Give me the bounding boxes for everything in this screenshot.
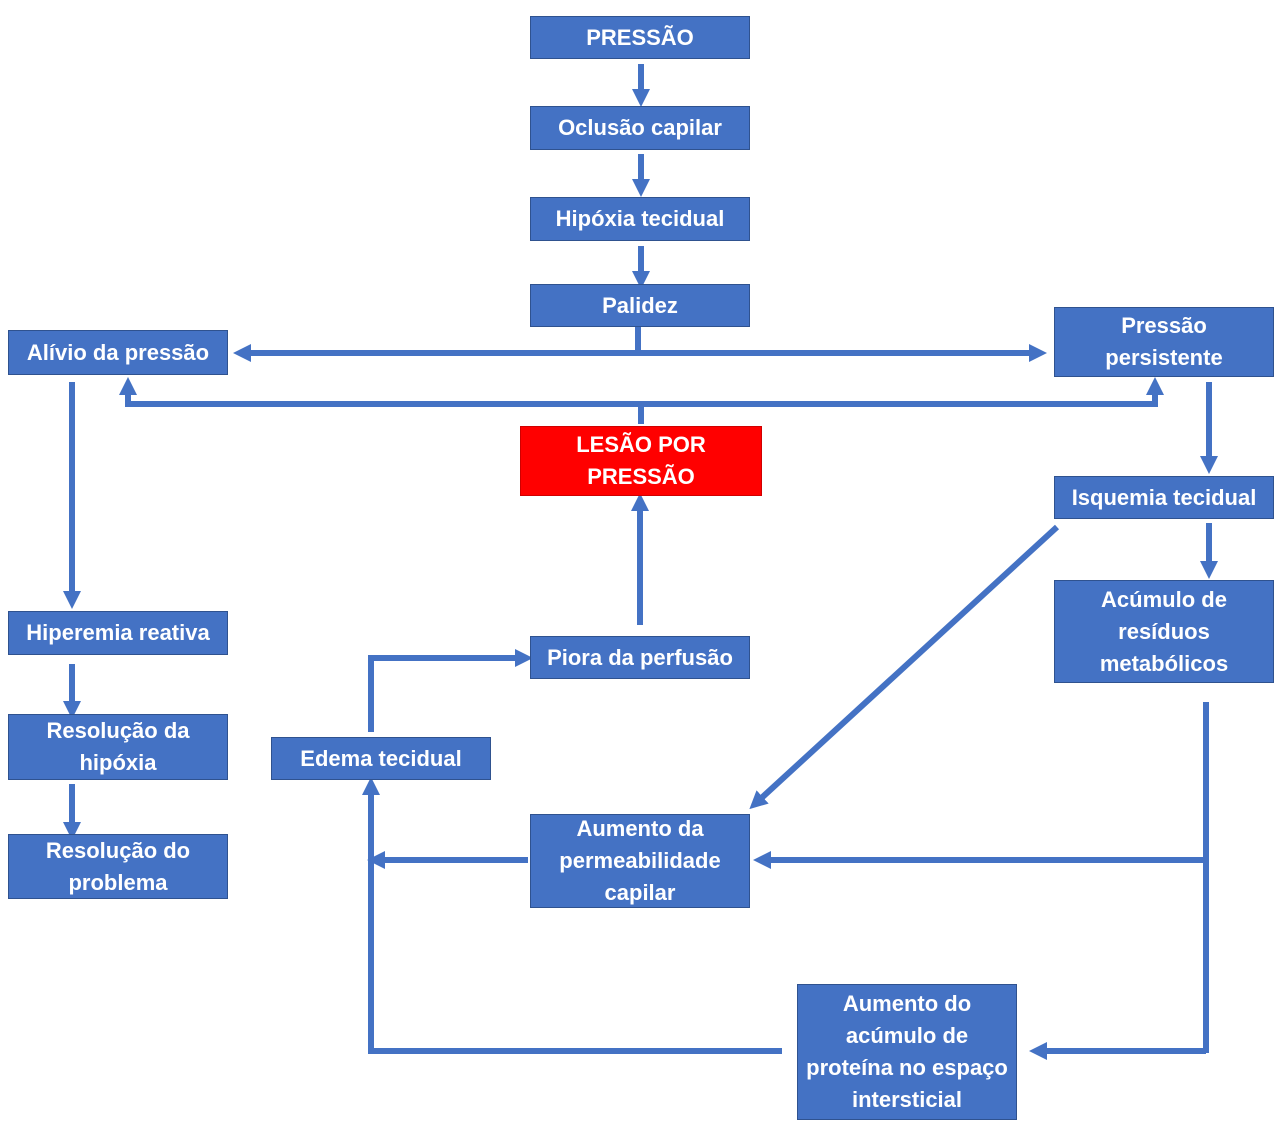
node-lesao-por-pressao: LESÃO POR PRESSÃO (520, 426, 762, 496)
arrow-edema-piora (368, 649, 533, 732)
arrow-proteina-edema (362, 777, 782, 1054)
arrow-lesao-persistente (641, 377, 1164, 407)
node-hiperemia-reativa: Hiperemia reativa (8, 611, 228, 655)
node-piora-perfusao: Piora da perfusão (530, 636, 750, 679)
node-resolucao-problema: Resolução do problema (8, 834, 228, 899)
node-edema-tecidual: Edema tecidual (271, 737, 491, 780)
arrow-isquemia-permeabilidade (749, 524, 1060, 810)
arrow-lesao-alivio (119, 377, 641, 407)
node-hipoxia-tecidual: Hipóxia tecidual (530, 197, 750, 241)
node-alivio-pressao: Alívio da pressão (8, 330, 228, 375)
node-aumento-permeabilidade: Aumento da permeabilidade capilar (530, 814, 750, 908)
node-aumento-proteina: Aumento do acúmulo de proteína no espaço… (797, 984, 1017, 1120)
node-pressao-persistente: Pressão persistente (1054, 307, 1274, 377)
node-isquemia-tecidual: Isquemia tecidual (1054, 476, 1274, 519)
node-oclusao-capilar: Oclusão capilar (530, 106, 750, 150)
node-palidez: Palidez (530, 284, 750, 327)
node-pressao: PRESSÃO (530, 16, 750, 59)
node-resolucao-hipoxia: Resolução da hipóxia (8, 714, 228, 780)
node-acumulo-residuos: Acúmulo de resíduos metabólicos (1054, 580, 1274, 683)
